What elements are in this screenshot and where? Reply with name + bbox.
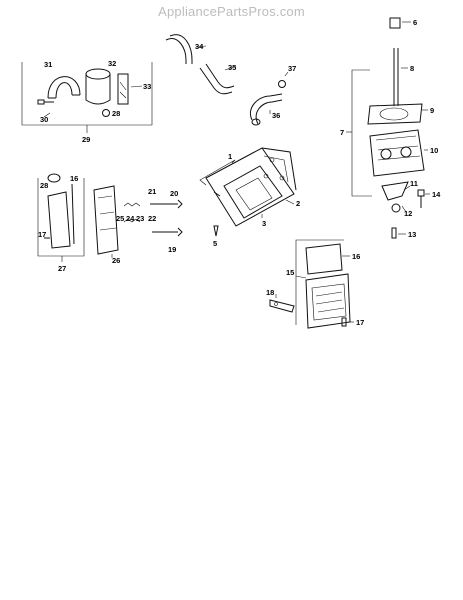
- part-35-hose: [199, 67, 233, 95]
- part-17-screw: [341, 317, 347, 327]
- callout-16-upper: 16: [70, 174, 78, 183]
- part-16-rod: [71, 183, 75, 245]
- part-31-tube: [47, 76, 81, 99]
- part-5-screw: [213, 225, 219, 237]
- callout-1: 1: [228, 152, 232, 161]
- group-bracket-1: [199, 159, 236, 186]
- callout-10: 10: [430, 146, 438, 155]
- callout-8: 8: [410, 64, 414, 73]
- shroud-group: [269, 239, 354, 329]
- part-12-washer: [391, 203, 401, 213]
- group-bracket-7: [351, 69, 372, 197]
- callout-28-left: 28: [40, 181, 48, 190]
- part-18-bracket: [269, 299, 295, 313]
- callout-28-top: 28: [112, 109, 120, 118]
- callout-17-right: 17: [356, 318, 364, 327]
- part-34-hose: [165, 38, 187, 64]
- callout-9: 9: [430, 106, 434, 115]
- valve-cover-group: [199, 147, 297, 237]
- part-small-screw: [213, 191, 221, 197]
- callout-30: 30: [40, 115, 48, 124]
- callout-25: 25: [116, 214, 124, 223]
- part-28-cap: [47, 173, 61, 183]
- part-valve-plate: [47, 191, 71, 249]
- callout-17-left: 17: [38, 230, 46, 239]
- callout-11: 11: [410, 179, 418, 188]
- callout-5: 5: [213, 239, 217, 248]
- part-6-plug: [389, 17, 401, 29]
- part-11-deflector: [381, 181, 409, 201]
- part-breather-body: [85, 68, 111, 80]
- callout-6: 6: [413, 18, 417, 27]
- group-bracket-15: [295, 239, 344, 325]
- valve-train-group: [37, 173, 183, 262]
- cylinder-head-group: [346, 17, 430, 239]
- callout-29: 29: [82, 135, 90, 144]
- callout-19: 19: [168, 245, 176, 254]
- callout-20: 20: [170, 189, 178, 198]
- part-37-clamp: [278, 80, 286, 88]
- callout-31: 31: [44, 60, 52, 69]
- callout-22: 22: [148, 214, 156, 223]
- callout-14: 14: [432, 190, 441, 199]
- callout-18: 18: [266, 288, 274, 297]
- part-1-gasket: [205, 147, 295, 227]
- callout-35: 35: [228, 63, 236, 72]
- part-3-cover: [223, 165, 283, 219]
- callout-32: 32: [108, 59, 116, 68]
- hoses-group: [165, 34, 289, 126]
- callout-13: 13: [408, 230, 416, 239]
- breather-assembly-group: [21, 62, 153, 133]
- part-spring-lower: [123, 218, 141, 223]
- part-13-screw: [391, 227, 397, 239]
- group-bracket-27: [37, 178, 85, 257]
- callout-2: 2: [296, 199, 300, 208]
- callout-24: 24: [126, 214, 135, 223]
- part-14-bolt: [417, 189, 425, 208]
- callout-33: 33: [143, 82, 151, 91]
- callout-21: 21: [148, 187, 156, 196]
- callout-7: 7: [340, 128, 344, 137]
- callout-labels: 1 2 3 5 6 7 8 9 10 11 12 13 14 15 16 16 …: [38, 18, 441, 327]
- callout-36: 36: [272, 111, 280, 120]
- callout-26: 26: [112, 256, 120, 265]
- part-32-bracket: [117, 73, 129, 105]
- part-spring-upper: [123, 202, 141, 207]
- callout-37: 37: [288, 64, 296, 73]
- callout-34: 34: [195, 42, 204, 51]
- part-26-block: [93, 185, 119, 255]
- callout-12: 12: [404, 209, 412, 218]
- part-10-cylinder-head: [369, 129, 425, 177]
- callout-23: 23: [136, 214, 144, 223]
- part-30-screw: [37, 99, 54, 105]
- watermark-text: AppliancePartsPros.com: [158, 4, 305, 19]
- part-16-gasket: [305, 243, 343, 275]
- callout-3: 3: [262, 219, 266, 228]
- callout-27: 27: [58, 264, 66, 273]
- part-36-hose: [250, 93, 283, 121]
- part-28-nut: [102, 109, 110, 117]
- part-9-head-gasket: [367, 103, 423, 125]
- callout-15: 15: [286, 268, 294, 277]
- callout-16-lower: 16: [352, 252, 360, 261]
